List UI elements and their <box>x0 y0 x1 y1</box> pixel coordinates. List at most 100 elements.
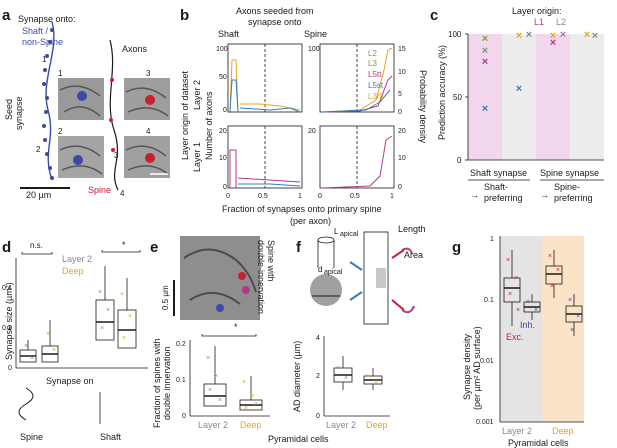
svg-text:5: 5 <box>398 91 402 98</box>
e-xlabel: Pyramidal cells <box>268 434 329 444</box>
svg-text:×: × <box>576 313 580 320</box>
c-arrow1b: preferring <box>484 193 523 203</box>
b-xlabel-1: Fraction of synapses onto primary spine <box>222 204 382 214</box>
e-ylabel-2: double innervation <box>162 346 172 420</box>
panel-f-label: f <box>296 239 302 256</box>
e-plot-area: 0.2 0.1 0 ×× ×× ×× ×× <box>176 340 270 420</box>
e-side-2: double-innervation <box>256 240 266 314</box>
e-ylabel-1: Fraction of spines with <box>152 338 162 428</box>
svg-text:3: 3 <box>146 69 151 78</box>
svg-text:0: 0 <box>182 413 186 420</box>
svg-text:20: 20 <box>308 128 316 135</box>
b-legend: L2 L3 L5tt L5st L3/5 <box>368 49 384 101</box>
svg-text:1: 1 <box>298 193 302 200</box>
c-plot-area: 100 50 0 <box>448 30 604 165</box>
svg-text:×: × <box>120 291 124 298</box>
c-scatter-points: × × × × × × × × × × × × <box>482 29 598 115</box>
svg-text:×: × <box>550 37 556 49</box>
svg-text:×: × <box>568 297 572 304</box>
panel-b-label: b <box>180 7 189 24</box>
c-legend-title: Layer origin: <box>512 6 562 16</box>
panel-e-label: e <box>150 239 158 256</box>
synapse-text: synapse <box>14 96 24 130</box>
svg-text:×: × <box>208 387 212 394</box>
svg-text:2: 2 <box>316 373 320 380</box>
svg-text:100: 100 <box>216 46 228 53</box>
f-d-apical: d <box>318 265 322 274</box>
svg-text:L3: L3 <box>368 59 377 68</box>
axons-text: Axons <box>122 44 148 54</box>
svg-text:20: 20 <box>219 128 227 135</box>
b-ylabel-right: Probability density <box>418 70 428 144</box>
svg-text:0: 0 <box>223 107 227 114</box>
c-arrow2b: preferring <box>554 193 593 203</box>
svg-text:10: 10 <box>398 69 406 76</box>
g-ylabel-2: (per µm² AD surface) <box>472 326 482 410</box>
svg-text:2: 2 <box>58 127 63 136</box>
svg-text:×: × <box>514 275 518 282</box>
svg-text:0.2: 0.2 <box>2 325 12 332</box>
c-arrow1a: Shaft- <box>484 182 508 192</box>
svg-text:×: × <box>24 343 28 350</box>
svg-text:L2: L2 <box>368 49 377 58</box>
svg-text:1: 1 <box>390 193 394 200</box>
g-inh: Inh. <box>520 320 535 330</box>
d-ns-bracket <box>21 252 53 255</box>
f-d-apical-sub: apical <box>324 269 343 276</box>
svg-text:×: × <box>516 30 522 42</box>
svg-text:×: × <box>526 299 530 306</box>
svg-text:×: × <box>482 45 488 57</box>
b-layer2: Layer 2 <box>192 80 202 110</box>
c-arrow-1: → <box>470 190 479 200</box>
svg-text:×: × <box>516 83 522 95</box>
c-x1: Shaft synapse <box>470 168 527 178</box>
d-star: * <box>122 240 126 250</box>
svg-text:×: × <box>336 365 340 372</box>
svg-text:×: × <box>206 355 210 362</box>
seed-text: Seed <box>4 99 14 120</box>
shaft-axon-beads <box>42 28 54 180</box>
b-xticks: 0 0.5 1 0 0.5 1 <box>226 193 394 200</box>
svg-text:×: × <box>244 405 248 412</box>
d-shaft-label: Shaft <box>100 432 122 442</box>
svg-text:15: 15 <box>398 46 406 53</box>
d-ylabel: Synapse size (µm²) <box>4 282 14 360</box>
d-plot-area: 0.4 0.2 0 ×× ×× ×× ×× ×× <box>2 258 148 372</box>
b-spine: Spine <box>304 29 327 39</box>
svg-text:×: × <box>100 325 104 332</box>
svg-text:×: × <box>128 313 132 320</box>
marker-4: 4 <box>120 189 125 198</box>
svg-text:0: 0 <box>316 413 320 420</box>
c-legend-l2: L2 <box>556 17 566 27</box>
b-layer1: Layer 1 <box>192 142 202 172</box>
em-inset-2: 2 <box>58 127 104 178</box>
d-xlabel: Synapse on <box>46 376 94 386</box>
c-arrow2a: Spine- <box>554 182 580 192</box>
svg-text:0.5: 0.5 <box>350 193 360 200</box>
svg-text:0.1: 0.1 <box>176 377 186 384</box>
spine-axon-trace <box>109 39 119 191</box>
svg-text:×: × <box>242 379 246 386</box>
svg-text:×: × <box>106 307 110 314</box>
b-xlabel-2: (per axon) <box>290 216 331 226</box>
f-schematic <box>310 231 415 325</box>
svg-text:×: × <box>556 267 560 274</box>
c-arrow-2: → <box>540 190 549 200</box>
c-ylabel: Prediction accuracy (%) <box>437 45 447 140</box>
svg-text:100: 100 <box>448 30 462 39</box>
svg-text:0.4: 0.4 <box>2 285 12 292</box>
svg-text:×: × <box>584 29 590 41</box>
em-inset-3: 3 <box>124 69 170 120</box>
svg-text:×: × <box>526 29 532 41</box>
svg-text:4: 4 <box>146 127 151 136</box>
marker-3: 3 <box>114 151 119 160</box>
b-plot-bottom-right: 20 20 10 0 <box>308 125 406 191</box>
e-em-image <box>180 236 260 320</box>
svg-text:×: × <box>374 379 378 386</box>
svg-text:0.2: 0.2 <box>176 341 186 348</box>
svg-text:×: × <box>250 393 254 400</box>
d-ns: n.s. <box>30 241 43 250</box>
d-star-bracket <box>101 250 141 253</box>
svg-text:1: 1 <box>490 236 494 243</box>
f-ylabel: AD diameter (µm) <box>292 341 302 412</box>
